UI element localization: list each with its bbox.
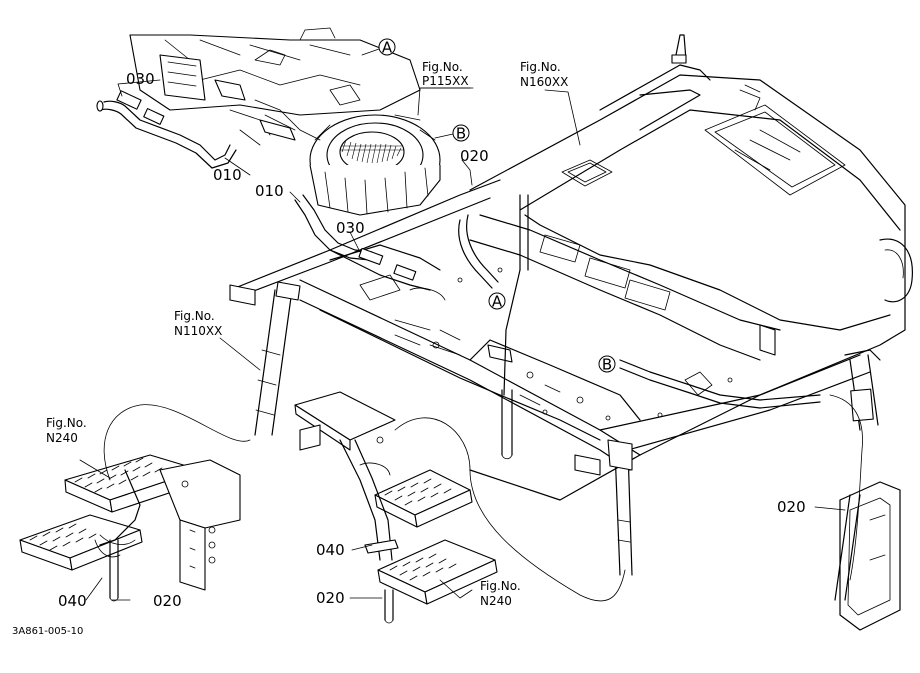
fig-ref-n240-left: Fig.No. N240 — [46, 416, 87, 445]
svg-text:N240: N240 — [480, 594, 512, 608]
svg-text:N160XX: N160XX — [520, 75, 568, 89]
callout-b-mid: B — [598, 355, 616, 374]
callout-a-top: A — [361, 38, 396, 57]
leader-lines — [79, 79, 846, 601]
svg-text:Fig.No.: Fig.No. — [46, 416, 87, 430]
svg-text:N110XX: N110XX — [174, 324, 222, 338]
svg-text:Fig.No.: Fig.No. — [520, 60, 561, 74]
fig-ref-n160xx: Fig.No. N160XX — [520, 60, 568, 89]
figure-references: Fig.No. P115XX Fig.No. N160XX Fig.No. N1… — [46, 60, 568, 608]
part-label-020-top: 020 — [460, 147, 489, 165]
part-label-010-b: 010 — [255, 182, 284, 200]
part-label-030-mid: 030 — [336, 219, 365, 237]
svg-text:Fig.No.: Fig.No. — [480, 579, 521, 593]
part-label-040-left: 040 — [58, 592, 87, 610]
svg-text:A: A — [382, 39, 393, 57]
heater-hose-010-right — [294, 194, 431, 291]
part-label-020-left: 020 — [153, 592, 182, 610]
middle-step-assembly — [294, 391, 498, 605]
drawing-code: 3A861-005-10 — [12, 626, 83, 637]
svg-text:B: B — [602, 356, 612, 374]
left-step-assembly — [19, 454, 241, 591]
svg-text:B: B — [456, 125, 466, 143]
part-label-010-a: 010 — [213, 166, 242, 184]
svg-text:Fig.No.: Fig.No. — [174, 309, 215, 323]
heater-blower-assembly — [129, 27, 441, 216]
fig-ref-n110xx: Fig.No. N110XX — [174, 309, 222, 338]
part-label-020-right: 020 — [777, 498, 806, 516]
hose-joint-030-top — [116, 90, 165, 125]
blower-fins — [340, 139, 404, 164]
svg-text:P115XX: P115XX — [422, 74, 469, 88]
fig-ref-p115xx: Fig.No. P115XX — [420, 60, 474, 89]
svg-text:N240: N240 — [46, 431, 78, 445]
part-labels: 030 010 010 030 020 020 040 020 040 020 — [58, 70, 806, 610]
part-label-020-mid: 020 — [316, 589, 345, 607]
wire-harness-020 — [103, 394, 863, 624]
svg-text:A: A — [492, 293, 503, 311]
callout-b-top: B — [434, 124, 470, 143]
vehicle-frame — [229, 34, 913, 631]
part-label-040-mid: 040 — [316, 541, 345, 559]
callout-a-mid: A — [488, 292, 506, 311]
fig-ref-n240-mid: Fig.No. N240 — [480, 579, 521, 608]
heater-hose-010-left — [96, 100, 237, 169]
part-label-030-top: 030 — [126, 70, 155, 88]
hose-to-a — [458, 194, 529, 396]
svg-text:Fig.No.: Fig.No. — [422, 60, 463, 74]
